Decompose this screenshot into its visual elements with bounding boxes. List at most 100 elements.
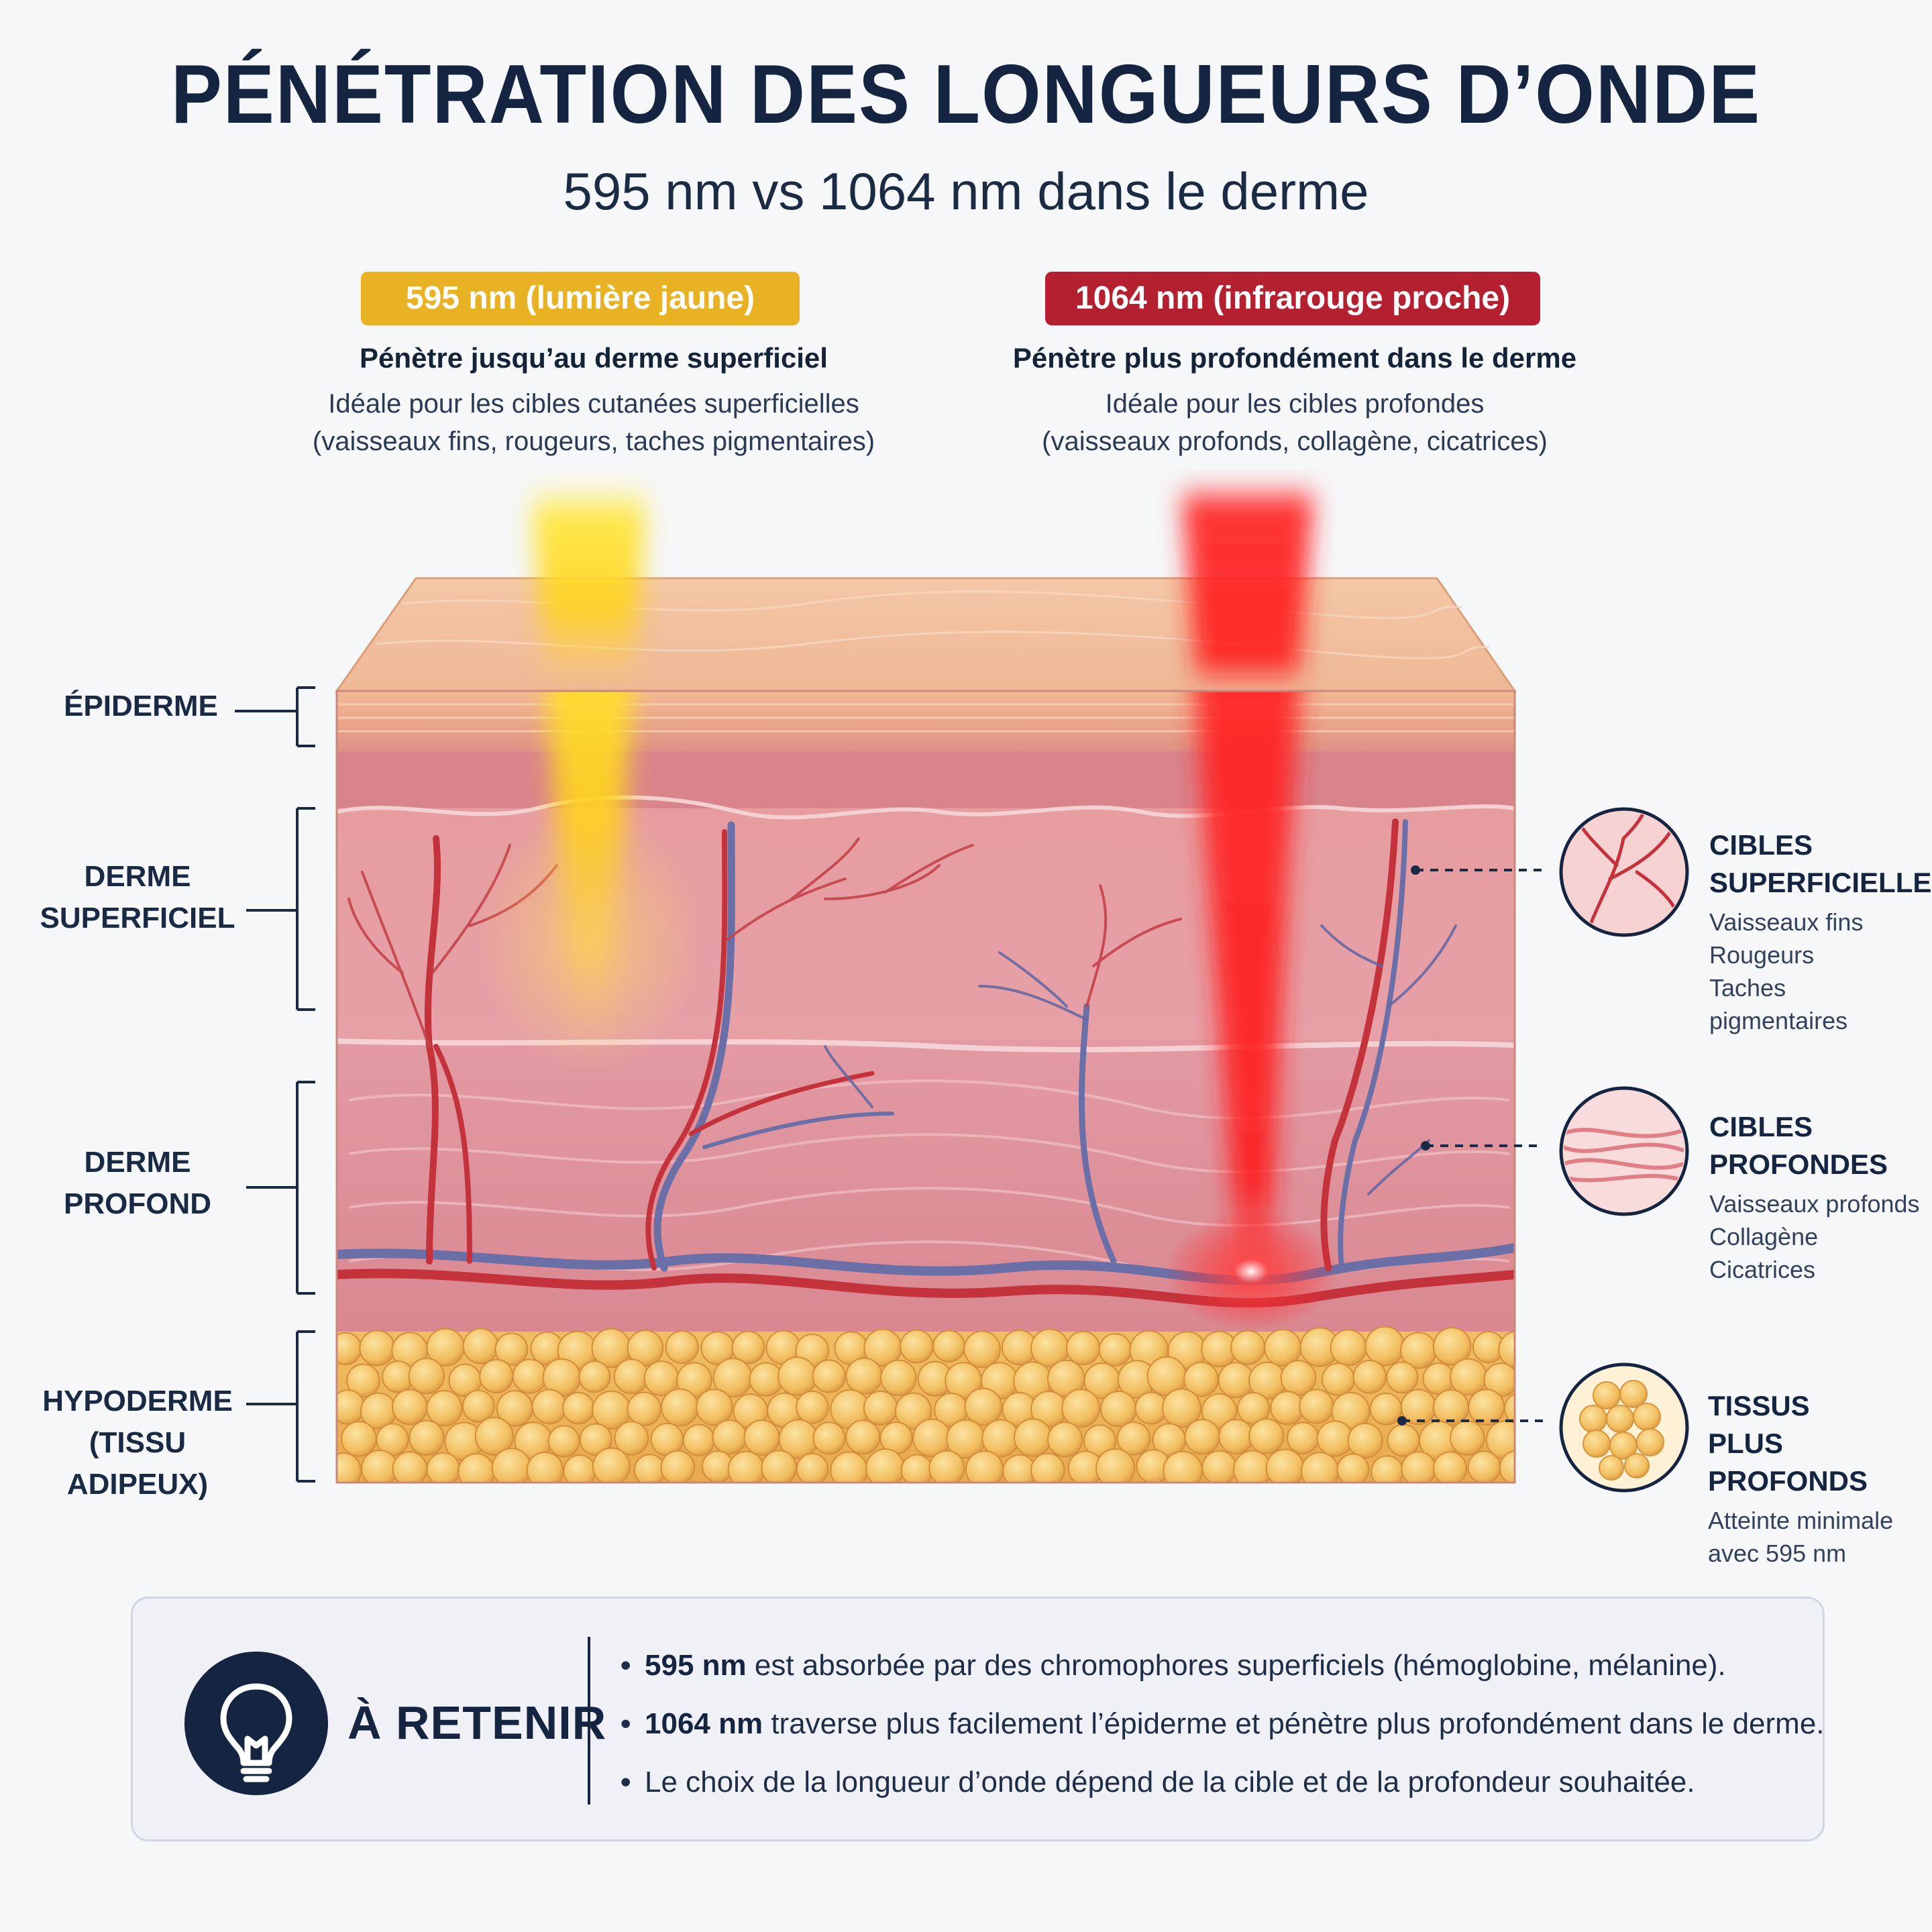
- label-derme-profond-line1: DERME: [84, 1146, 191, 1179]
- fat-cell: [1369, 1393, 1403, 1426]
- collagen-fibers-icon: [1559, 1086, 1689, 1216]
- fat-cell: [1352, 1360, 1387, 1394]
- label-hypoderme-line2: (TISSU ADIPEUX): [66, 1426, 209, 1501]
- fat-cell: [426, 1390, 463, 1427]
- fat-cell: [696, 1389, 733, 1426]
- page-title: PÉNÉTRATION DES LONGUEURS D’ONDE: [170, 48, 1762, 141]
- fat-cell: [1230, 1330, 1266, 1365]
- target-item: Collagène: [1709, 1223, 1819, 1250]
- label-epiderme-text: ÉPIDERME: [64, 690, 218, 722]
- blood-vessels: [337, 818, 1515, 1308]
- fat-cell: [1498, 1330, 1515, 1368]
- fat-cell: [592, 1447, 631, 1483]
- fat-cell: [494, 1332, 529, 1366]
- label-derme-profond-line2: PROFOND: [64, 1187, 211, 1220]
- fat-cells: [337, 1326, 1515, 1483]
- fat-cell: [894, 1392, 932, 1430]
- description-595nm-lead: Pénètre jusqu’au derme superficiel: [360, 342, 828, 374]
- fat-cell: [346, 1363, 380, 1398]
- target-item: Vaisseaux fins: [1709, 908, 1864, 936]
- fat-cell: [474, 1417, 514, 1456]
- fat-cell: [777, 1356, 817, 1396]
- fat-cell: [1387, 1424, 1420, 1457]
- fat-cell: [932, 1330, 965, 1362]
- beam-595nm: [546, 691, 633, 1046]
- fat-cell: [392, 1389, 428, 1426]
- fat-cell: [337, 1332, 362, 1366]
- description-595nm: Pénètre jusqu’au derme superficiel Idéal…: [268, 342, 919, 460]
- fat-cell: [1504, 1393, 1515, 1424]
- target-item: Atteinte minimale: [1708, 1507, 1894, 1534]
- description-1064nm-line1: Idéale pour les cibles profondes: [1105, 389, 1485, 419]
- bullet-text: traverse plus facilement l’épiderme et p…: [763, 1707, 1825, 1740]
- fat-cell: [1270, 1391, 1305, 1426]
- fat-cell: [682, 1424, 715, 1456]
- badge-595nm: 595 nm (lumière jaune): [361, 272, 800, 325]
- target-tissus: TISSUS PLUS PROFONDS Atteinte minimale a…: [1708, 1387, 1929, 1570]
- fat-cell: [1163, 1450, 1203, 1483]
- fat-cell: [1468, 1389, 1505, 1426]
- fat-cell: [1065, 1330, 1101, 1366]
- fat-cell: [796, 1390, 829, 1424]
- target-item: Vaisseaux profonds: [1709, 1190, 1920, 1218]
- fat-cell: [526, 1452, 564, 1483]
- label-derme-superficiel-line1: DERME: [84, 860, 191, 893]
- fat-cell: [743, 1419, 780, 1456]
- fat-cell: [1347, 1422, 1383, 1458]
- fat-cell: [359, 1330, 396, 1366]
- beam-1064nm: [1195, 691, 1301, 1308]
- fat-cell: [1364, 1326, 1405, 1366]
- fat-cell: [1433, 1451, 1467, 1483]
- description-1064nm: Pénètre plus profondément dans le derme …: [959, 342, 1630, 460]
- fat-cell: [1218, 1419, 1254, 1454]
- fat-cell: [614, 1421, 649, 1456]
- label-derme-superficiel-line2: SUPERFICIEL: [40, 902, 235, 934]
- fat-cell: [1248, 1418, 1285, 1454]
- fat-cells-icon: [1559, 1362, 1689, 1493]
- fat-cell: [761, 1450, 797, 1483]
- fat-cell: [900, 1454, 933, 1483]
- label-epiderme: ÉPIDERME: [40, 686, 241, 727]
- fat-cell: [547, 1425, 580, 1458]
- fat-cell: [1061, 1389, 1101, 1428]
- epidermis-layer: [337, 691, 1515, 755]
- retenir-divider: [588, 1637, 590, 1805]
- fat-cell: [1467, 1450, 1501, 1483]
- retenir-panel: [131, 1597, 1825, 1841]
- fat-cell: [579, 1423, 612, 1456]
- fat-cell: [1265, 1448, 1305, 1483]
- retenir-bullet: •595 nm est absorbée par des chromophore…: [621, 1649, 1726, 1682]
- fat-cell: [928, 1450, 965, 1483]
- label-derme-superficiel: DERME SUPERFICIEL: [27, 856, 248, 939]
- fat-cell: [1116, 1421, 1151, 1456]
- fat-cell: [1316, 1420, 1354, 1457]
- bullet-bold: 1064 nm: [645, 1707, 763, 1740]
- fat-cell: [665, 1330, 699, 1364]
- fat-cell: [562, 1391, 595, 1425]
- target-item: avec 595 nm: [1708, 1540, 1847, 1567]
- red-beam-focus: [1164, 1211, 1338, 1332]
- fat-cell: [1201, 1450, 1237, 1483]
- fat-cell: [1098, 1333, 1132, 1366]
- fat-cell: [426, 1452, 461, 1483]
- fat-cell: [1100, 1391, 1137, 1428]
- fat-cell: [660, 1450, 695, 1483]
- fat-cell: [1030, 1452, 1065, 1483]
- label-hypoderme: HYPODERME (TISSU ADIPEUX): [20, 1381, 255, 1505]
- target-profondes-title1: CIBLES: [1709, 1111, 1813, 1142]
- retenir-bullet: •1064 nm traverse plus facilement l’épid…: [621, 1707, 1825, 1740]
- lightbulb-icon: [184, 1652, 328, 1795]
- fat-cell: [491, 1448, 532, 1483]
- fat-cell: [1095, 1448, 1135, 1483]
- fat-cell: [963, 1330, 1001, 1368]
- target-superficielles: CIBLES SUPERFICIELLES Vaisseaux fins Rou…: [1709, 826, 1932, 1037]
- fat-cell: [1201, 1393, 1238, 1430]
- fat-cell: [865, 1448, 905, 1483]
- description-595nm-line1: Idéale pour les cibles cutanées superfic…: [328, 389, 859, 419]
- fat-cell: [749, 1362, 784, 1397]
- fat-cell: [796, 1452, 829, 1483]
- papillary-band: [337, 751, 1515, 812]
- label-derme-profond: DERME PROFOND: [27, 1142, 248, 1225]
- description-1064nm-lead: Pénètre plus profondément dans le derme: [1012, 342, 1577, 374]
- fat-cell: [731, 1330, 765, 1364]
